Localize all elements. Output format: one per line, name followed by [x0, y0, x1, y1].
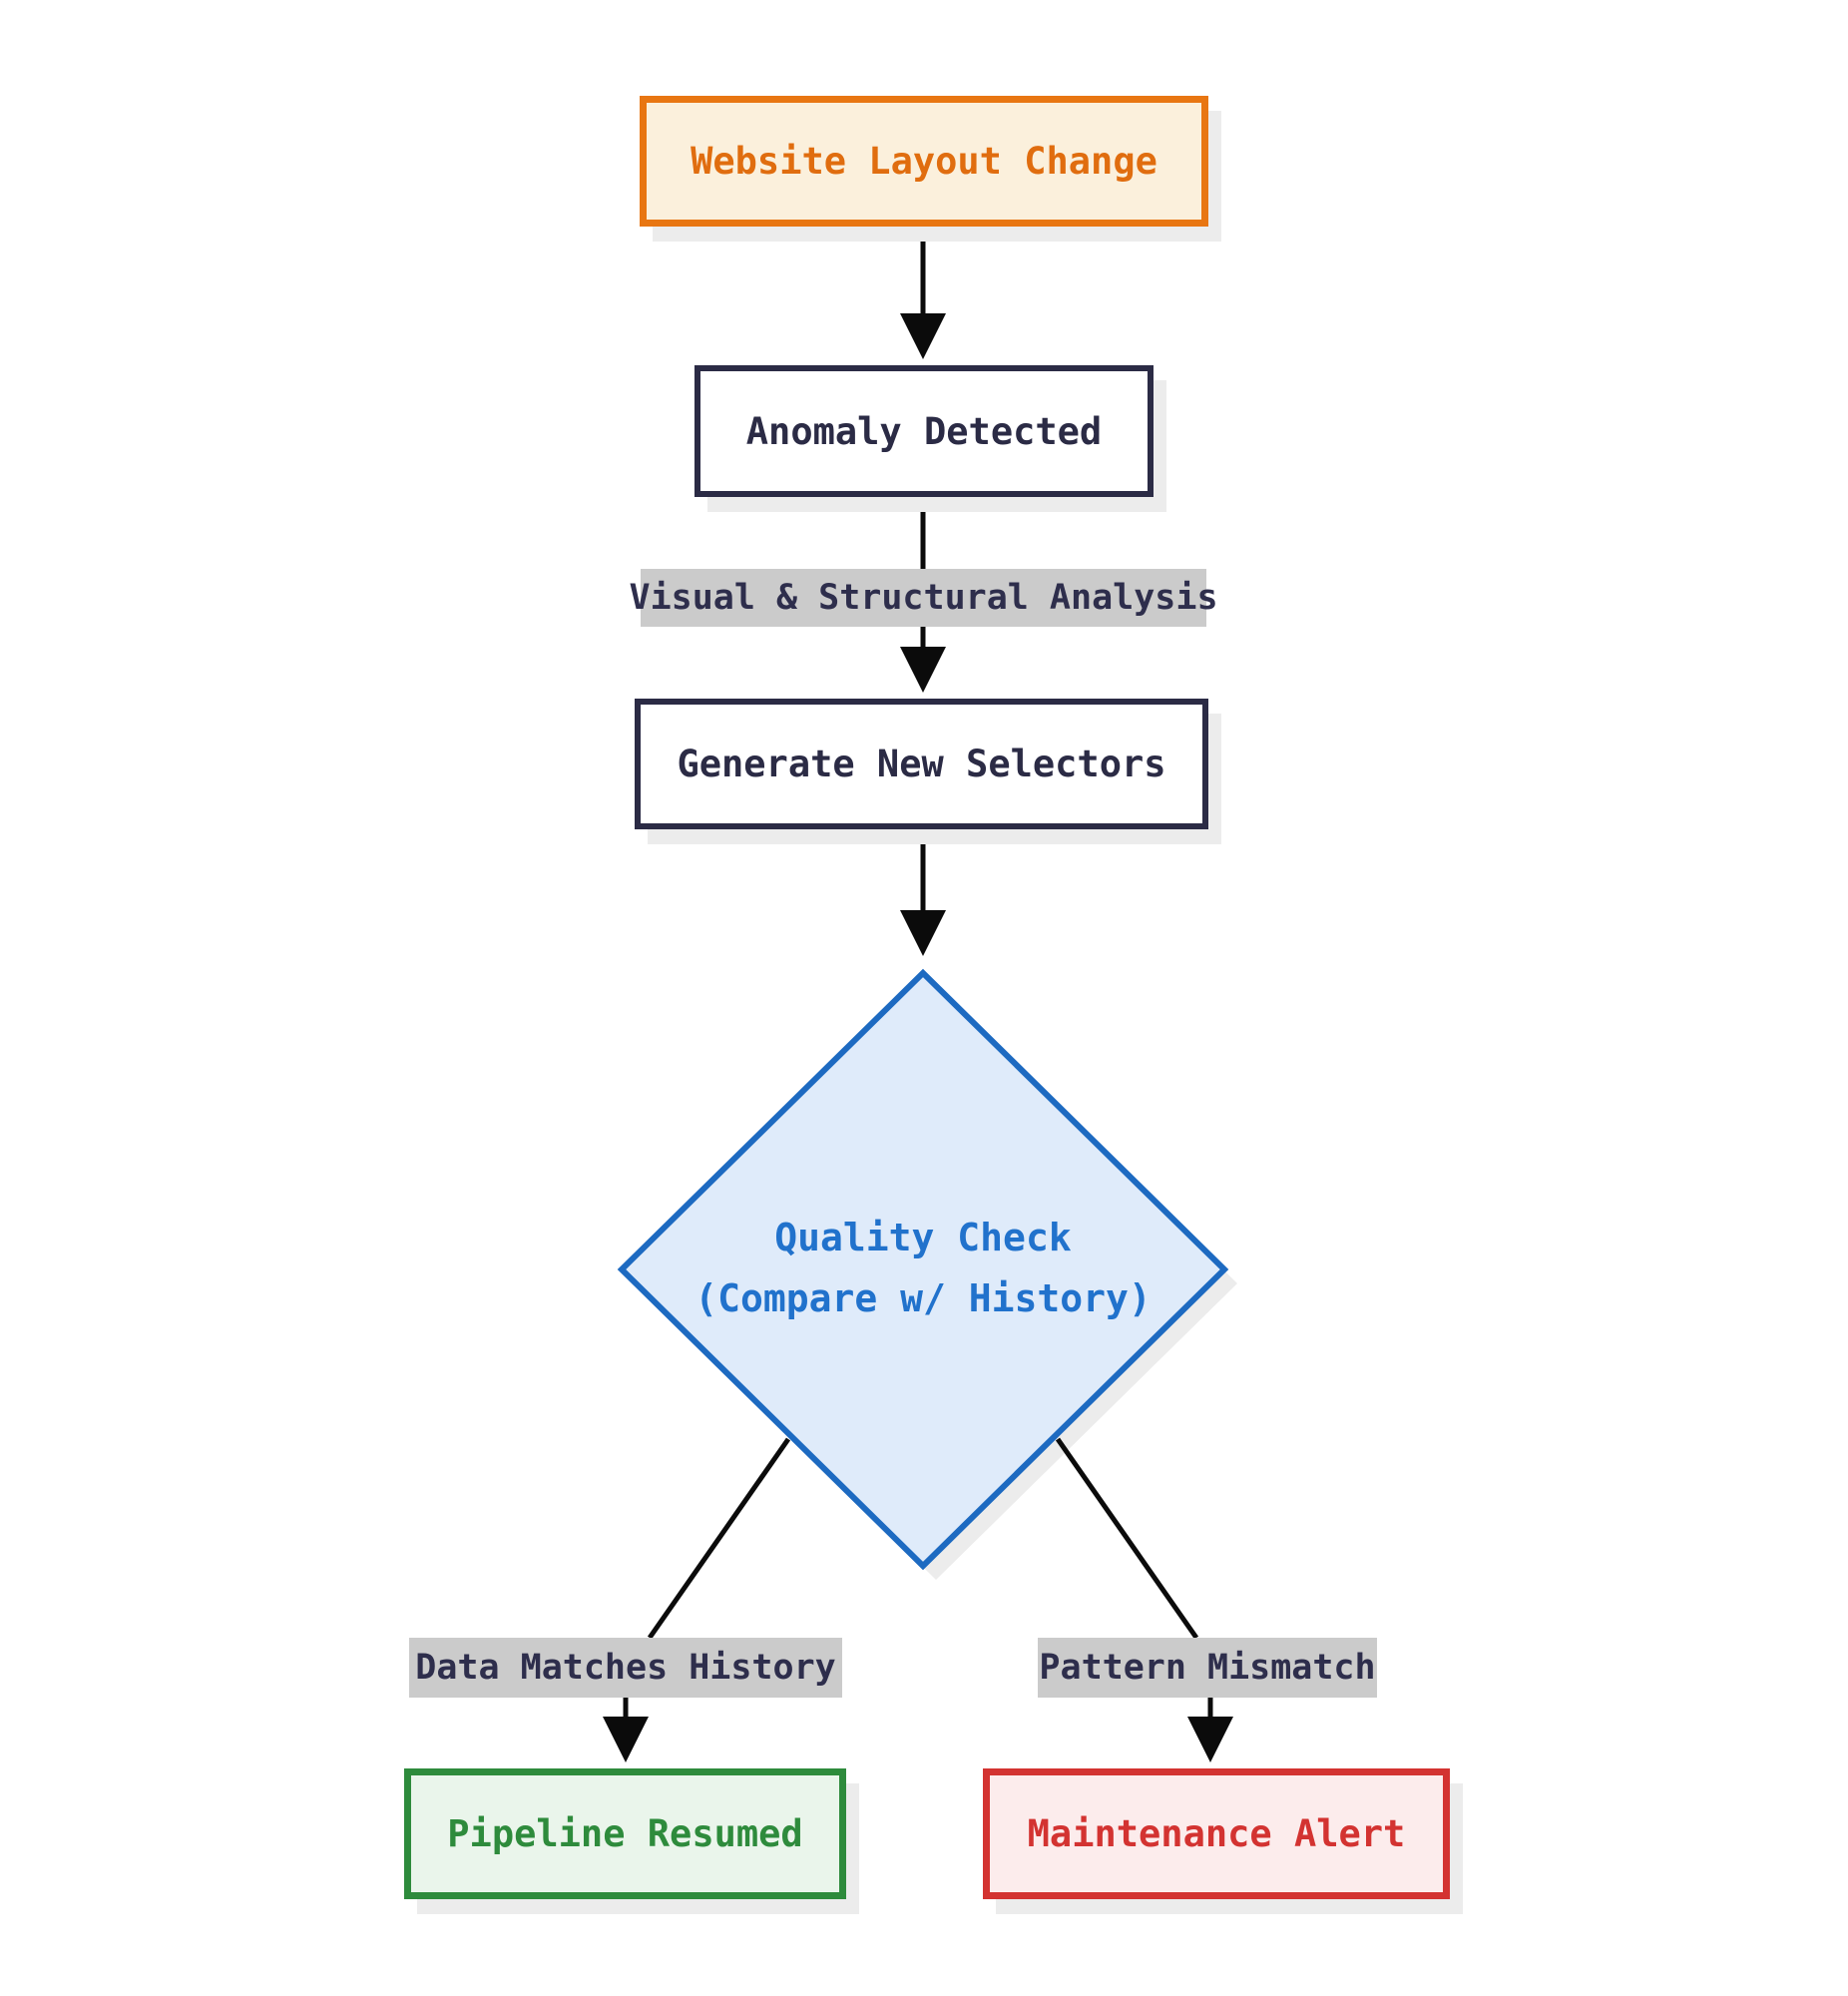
node-anomaly-detected: Anomaly Detected: [694, 365, 1154, 497]
edge-quality-to-pipeline-diagonal: [647, 1437, 791, 1640]
node-website-layout-change: Website Layout Change: [640, 96, 1208, 227]
node-maintenance-alert: Maintenance Alert: [983, 1768, 1450, 1899]
edge-label-data-matches-history: Data Matches History: [409, 1638, 842, 1698]
node-quality-check-label: Quality Check (Compare w/ History): [624, 1208, 1222, 1329]
edge-label-pattern-mismatch-text: Pattern Mismatch: [1039, 1648, 1376, 1688]
edge-quality-to-maintenance-diagonal: [1055, 1437, 1199, 1640]
node-website-layout-change-label: Website Layout Change: [691, 140, 1157, 183]
node-quality-check-label-line2: (Compare w/ History): [694, 1276, 1152, 1320]
edge-anomaly-to-generate-arrowhead-icon: [900, 647, 946, 693]
node-generate-new-selectors-label: Generate New Selectors: [677, 743, 1166, 785]
quality-check-diamond-shape: [617, 968, 1229, 1571]
edge-label-visual-structural-analysis: Visual & Structural Analysis: [630, 569, 1218, 627]
node-maintenance-alert-label: Maintenance Alert: [1027, 1812, 1406, 1855]
edge-quality-to-pipeline-arrowhead-icon: [603, 1717, 649, 1762]
edge-generate-to-quality-arrowhead-icon: [900, 910, 946, 956]
node-pipeline-resumed: Pipeline Resumed: [404, 1768, 846, 1899]
edge-layout-to-anomaly-arrowhead-icon: [900, 313, 946, 359]
node-quality-check-label-line1: Quality Check: [774, 1216, 1072, 1259]
edge-label-pattern-mismatch: Pattern Mismatch: [1038, 1638, 1377, 1698]
node-anomaly-detected-label: Anomaly Detected: [745, 409, 1103, 453]
node-generate-new-selectors: Generate New Selectors: [635, 699, 1208, 829]
node-pipeline-resumed-label: Pipeline Resumed: [447, 1812, 803, 1855]
edge-quality-to-maintenance-arrowhead-icon: [1187, 1717, 1233, 1762]
edge-label-visual-structural-analysis-text: Visual & Structural Analysis: [629, 578, 1218, 618]
edge-label-data-matches-history-text: Data Matches History: [415, 1648, 836, 1688]
